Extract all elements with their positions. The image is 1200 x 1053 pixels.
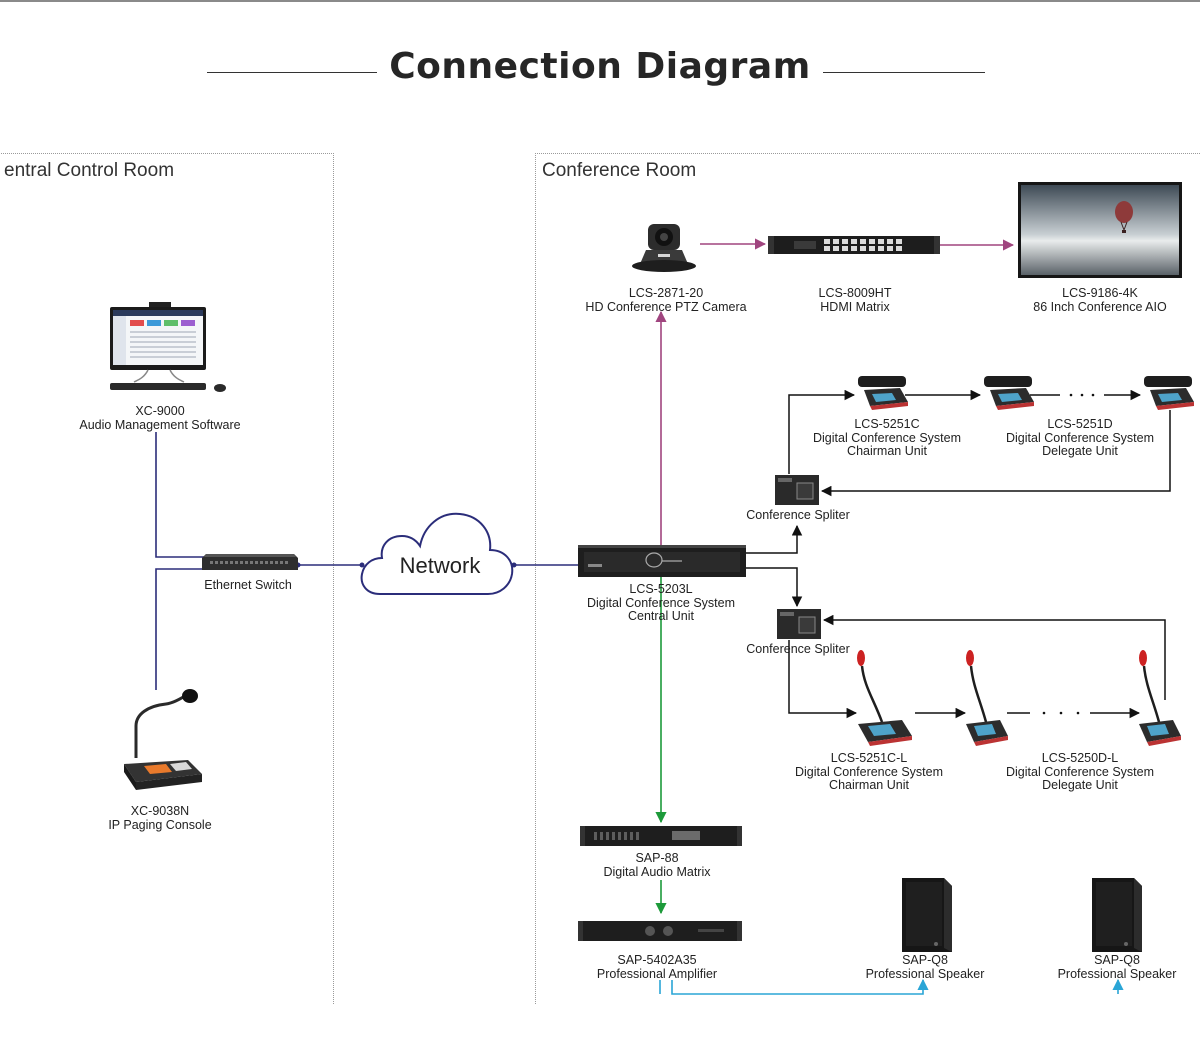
xc9038n-label: XC-9038N IP Paging Console (108, 804, 212, 832)
chairman-unit-icon (858, 376, 908, 410)
splitter-bottom-icon (777, 609, 821, 639)
camera-model: LCS-2871-20 (628, 286, 704, 300)
amplifier-desc: Professional Amplifier (596, 966, 718, 981)
chair-c-model: LCS-5251C (854, 417, 920, 431)
speaker-lines (659, 978, 1124, 995)
pc-to-switch-line (155, 432, 205, 558)
last-delegate-return-line (820, 410, 1171, 497)
central-unit-label: LCS-5203L Digital Conference System Cent… (587, 582, 735, 624)
xc9000-model: XC-9000 (135, 404, 185, 418)
central-unit-desc2: Central Unit (627, 609, 694, 623)
central-to-splitter-top-line (745, 524, 803, 554)
audio-matrix-label: SAP-88 Digital Audio Matrix (603, 851, 711, 879)
camera-desc: HD Conference PTZ Camera (585, 299, 747, 314)
chair-c-label: LCS-5251C Digital Conference System Chai… (813, 417, 961, 459)
network-label: Network (399, 553, 481, 578)
chair-c-desc2: Chairman Unit (847, 444, 927, 458)
title-rule-left (207, 72, 382, 73)
delegate-d-desc: Digital Conference System (1006, 430, 1154, 445)
chair-cl-model: LCS-5251C-L (830, 751, 908, 765)
hdmi-matrix-model: LCS-8009HT (818, 286, 892, 300)
top-border (0, 0, 1200, 2)
central-unit-desc: Digital Conference System (587, 595, 735, 610)
video-lines (655, 238, 1015, 545)
network-lines (155, 432, 579, 690)
conference-room-frame (535, 153, 1200, 1004)
chair-cl-label: LCS-5251C-L Digital Conference System Ch… (795, 751, 943, 793)
hdmi-matrix-desc: HDMI Matrix (820, 299, 890, 314)
xc9000-desc: Audio Management Software (79, 417, 241, 432)
amplifier-label: SAP-5402A35 Professional Amplifier (596, 953, 718, 981)
central-control-room-frame (0, 153, 334, 1004)
switch-desc: Ethernet Switch (204, 578, 292, 592)
switch-label: Ethernet Switch (204, 578, 292, 593)
audio-matrix-desc: Digital Audio Matrix (603, 864, 711, 879)
delegate-dl-desc2: Delegate Unit (1042, 778, 1118, 792)
splitter-top-desc: Conference Spliter (746, 508, 850, 522)
console-to-switch-line (155, 568, 205, 690)
speaker2-model: SAP-Q8 (1094, 953, 1140, 967)
ethernet-switch-icon (202, 554, 298, 570)
delegate-d-model: LCS-5251D (1047, 417, 1113, 431)
delegate-unit-icon (1144, 376, 1194, 410)
amplifier-model: SAP-5402A35 (617, 953, 697, 967)
splitter-bottom-desc: Conference Spliter (746, 642, 850, 656)
xc9038n-model: XC-9038N (130, 804, 190, 818)
chair-cl-desc2: Chairman Unit (829, 778, 909, 792)
central-unit-icon (578, 545, 746, 577)
splitter-bottom-label: Conference Spliter (746, 642, 850, 657)
hdmi-matrix-icon (768, 236, 940, 254)
conference-lines (745, 389, 1171, 719)
delegate-d-desc2: Delegate Unit (1042, 444, 1118, 458)
speaker-icon (1092, 878, 1142, 952)
ellipsis-dots (1042, 393, 1095, 715)
speaker1-desc: Professional Speaker (865, 966, 985, 981)
aio-model: LCS-9186-4K (1062, 286, 1138, 300)
delegate-unit-gooseneck-icon (966, 650, 1008, 746)
page-title: Connection Diagram (0, 46, 1200, 87)
port-dot (359, 562, 365, 568)
conference-aio-display-icon (1018, 182, 1182, 278)
speaker1-label: SAP-Q8 Professional Speaker (865, 953, 985, 981)
central-to-splitter-bottom-line (745, 567, 803, 608)
delegate-d-label: LCS-5251D Digital Conference System Dele… (1006, 417, 1154, 459)
audio-matrix-icon (580, 826, 742, 846)
xc9038n-desc: IP Paging Console (108, 817, 212, 832)
speaker1-model: SAP-Q8 (902, 953, 948, 967)
title-rule-right (810, 72, 985, 73)
conference-room-label: Conference Room (542, 160, 697, 181)
aio-label: LCS-9186-4K 86 Inch Conference AIO (1033, 286, 1167, 314)
delegate-dl-desc: Digital Conference System (1006, 764, 1154, 779)
chair-cl-desc: Digital Conference System (795, 764, 943, 779)
speaker-icon (902, 878, 952, 952)
delegate-dl-model: LCS-5250D-L (1041, 751, 1119, 765)
last-delegate-l-return-line (822, 614, 1166, 700)
speaker2-desc: Professional Speaker (1057, 966, 1177, 981)
audio-matrix-model: SAP-88 (635, 851, 679, 865)
splitter-top-to-chair-line (788, 389, 856, 474)
amplifier-icon (578, 921, 742, 941)
splitter-top-icon (775, 475, 819, 505)
paging-console-icon (124, 689, 202, 790)
speaker2-label: SAP-Q8 Professional Speaker (1057, 953, 1177, 981)
splitter-top-label: Conference Spliter (746, 508, 850, 523)
aio-desc: 86 Inch Conference AIO (1033, 299, 1167, 314)
delegate-dl-label: LCS-5250D-L Digital Conference System De… (1006, 751, 1154, 793)
xc9000-label: XC-9000 Audio Management Software (79, 404, 241, 432)
splitter-bottom-to-chair-line (788, 640, 858, 719)
delegate-unit-gooseneck-icon (1139, 650, 1181, 746)
chairman-unit-gooseneck-icon (857, 650, 912, 746)
network-cloud-icon (360, 512, 514, 595)
chair-c-desc: Digital Conference System (813, 430, 961, 445)
camera-label: LCS-2871-20 HD Conference PTZ Camera (585, 286, 747, 314)
hdmi-matrix-label: LCS-8009HT HDMI Matrix (818, 286, 892, 314)
delegate-unit-icon (984, 376, 1034, 410)
pc-workstation-icon (110, 302, 226, 392)
ptz-camera-icon (632, 224, 696, 272)
central-unit-model: LCS-5203L (629, 582, 693, 596)
amp-to-speaker-line (671, 978, 929, 995)
central-room-label: entral Control Room (4, 160, 175, 181)
